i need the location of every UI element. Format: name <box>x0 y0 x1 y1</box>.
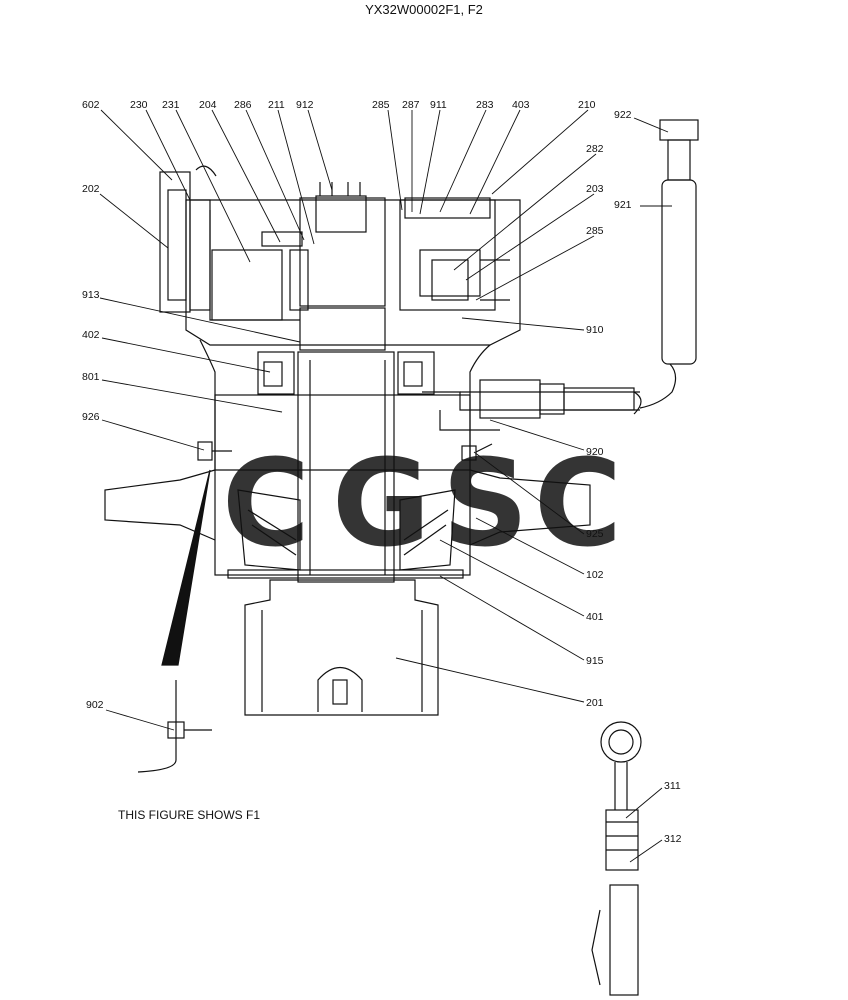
callout-label-204: 204 <box>199 99 217 111</box>
callout-label-926: 926 <box>82 411 100 423</box>
watermark-letter-4: C <box>534 435 622 574</box>
leader-line-915 <box>439 575 585 661</box>
motor-housing <box>104 119 699 996</box>
callout-label-911: 911 <box>430 99 447 111</box>
callout-label-912: 912 <box>296 99 314 111</box>
callout-label-913: 913 <box>82 289 100 301</box>
leader-line-912 <box>307 109 333 191</box>
callout-label-211: 211 <box>268 99 285 111</box>
callout-label-902: 902 <box>86 699 104 711</box>
callout-label-311: 311 <box>664 780 681 792</box>
callout-label-920: 920 <box>586 446 604 458</box>
leader-line-311 <box>625 787 663 819</box>
watermark-letter-1: C <box>222 435 310 574</box>
watermark-letter-3: S <box>442 435 528 574</box>
leader-line-926 <box>101 419 205 451</box>
leader-line-210 <box>491 109 589 195</box>
leader-line-283 <box>439 109 487 213</box>
leader-line-202 <box>99 193 169 249</box>
leader-line-203 <box>465 193 595 281</box>
leader-line-102 <box>475 517 585 575</box>
leader-line-230 <box>145 109 191 201</box>
callout-label-403: 403 <box>512 99 530 111</box>
callout-label-286: 286 <box>234 99 252 111</box>
callout-label-282: 282 <box>586 143 604 155</box>
callout-label-915: 915 <box>586 655 604 667</box>
callout-label-801: 801 <box>82 371 100 383</box>
callout-label-287: 287 <box>402 99 420 111</box>
callout-label-401: 401 <box>586 611 604 623</box>
callout-label-201: 201 <box>586 697 604 709</box>
figure-note: THIS FIGURE SHOWS F1 <box>118 808 261 822</box>
leader-line-282 <box>453 153 597 271</box>
callout-label-285a: 285 <box>372 99 390 111</box>
callout-labels: 602 230 231 204 286 211 912 285 287 911 283 403 210 9… <box>82 99 682 845</box>
leader-line-911 <box>419 109 441 215</box>
leader-line-922 <box>633 117 669 133</box>
leader-line-285b <box>475 235 595 301</box>
callout-label-312: 312 <box>664 833 682 845</box>
leader-line-231 <box>175 109 251 263</box>
leader-line-902 <box>105 709 175 731</box>
callout-label-231: 231 <box>162 99 180 111</box>
leader-line-913 <box>99 297 301 343</box>
leader-line-201 <box>395 657 585 703</box>
callout-label-922: 922 <box>614 109 632 121</box>
leader-line-403 <box>469 109 521 215</box>
leader-line-910 <box>461 317 585 331</box>
watermark-letter-2: G <box>332 435 431 574</box>
callout-label-210: 210 <box>578 99 596 111</box>
leader-line-312 <box>629 839 663 863</box>
leader-line-286 <box>245 109 305 241</box>
callout-label-283: 283 <box>476 99 494 111</box>
diagram-title: YX32W00002F1, F2 <box>365 2 483 17</box>
leader-line-402 <box>101 337 271 373</box>
callout-label-202: 202 <box>82 183 100 195</box>
callout-leader-lines <box>99 109 672 863</box>
leader-line-211 <box>277 109 315 245</box>
leader-line-801 <box>101 379 283 413</box>
leader-line-285a <box>387 109 403 211</box>
callout-label-203: 203 <box>586 183 604 195</box>
callout-label-230: 230 <box>130 99 148 111</box>
leader-line-602 <box>100 109 173 181</box>
leader-line-204 <box>211 109 281 243</box>
callout-label-921: 921 <box>614 199 632 211</box>
callout-label-602: 602 <box>82 99 100 111</box>
leader-line-920 <box>489 419 585 451</box>
callout-label-402: 402 <box>82 329 100 341</box>
leader-line-925 <box>473 451 585 535</box>
leader-line-401 <box>439 539 585 617</box>
callout-label-925: 925 <box>586 528 604 540</box>
callout-label-285b: 285 <box>586 225 604 237</box>
callout-label-910: 910 <box>586 324 604 336</box>
callout-label-102: 102 <box>586 569 604 581</box>
